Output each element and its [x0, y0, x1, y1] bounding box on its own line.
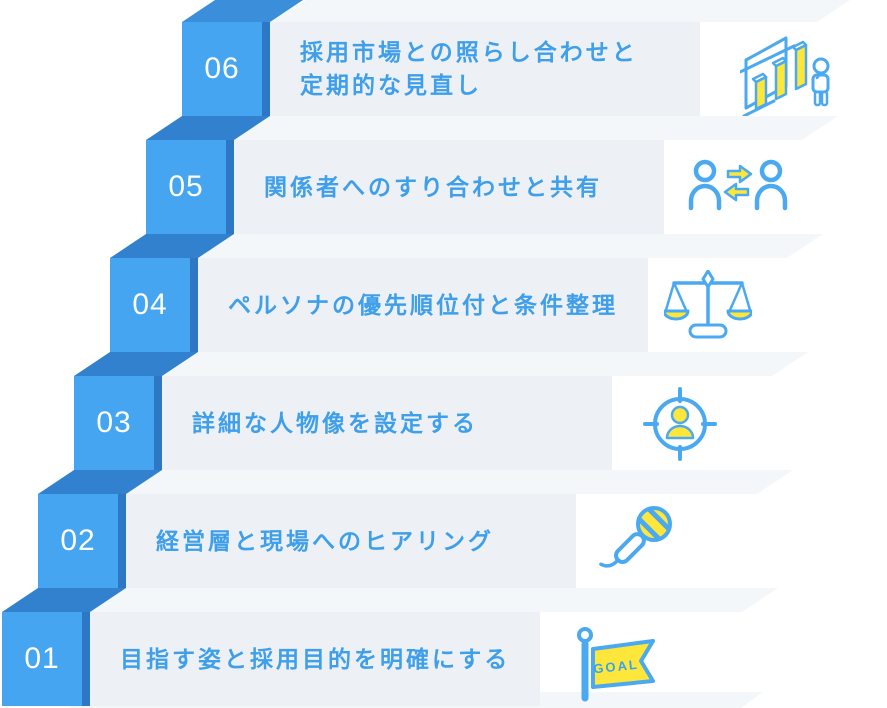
tread-band-5: [198, 234, 823, 258]
bar-2: [78, 494, 576, 588]
goal-flag-icon: GOAL: [574, 624, 660, 708]
cube-6-side-face: [262, 22, 270, 116]
cube-2-side-face: [118, 494, 126, 588]
bar-4: [150, 258, 648, 352]
cube-1-top-face: [2, 588, 126, 612]
people-exchange-icon: [688, 158, 788, 225]
tread-band-4: [162, 352, 808, 376]
cube-6-top-face: [182, 0, 303, 22]
person-target-icon: [640, 384, 720, 469]
cube-5-top-face: [146, 116, 270, 140]
cube-4-side-face: [190, 258, 198, 352]
cube-4-front-face: [110, 258, 190, 352]
bar-6: [222, 22, 700, 116]
cube-5-front-face: [146, 140, 226, 234]
bar-1: [42, 612, 540, 706]
bar-5: [186, 140, 664, 234]
text-bars: [42, 22, 700, 706]
microphone-icon: [596, 498, 688, 599]
tread-band-3: [126, 470, 793, 494]
bar-chart-review-icon: [738, 26, 836, 121]
cube-3-front-face: [74, 376, 154, 470]
tread-band-6: [234, 116, 838, 140]
cube-4-top-face: [110, 234, 234, 258]
cube-3-side-face: [154, 376, 162, 470]
cube-3-top-face: [74, 352, 198, 376]
cube-6-front-face: [182, 22, 262, 116]
cube-2-top-face: [38, 470, 162, 494]
cube-1-front-face: [2, 612, 82, 706]
cube-5-side-face: [226, 140, 234, 234]
bar-3: [114, 376, 612, 470]
number-cubes: [2, 0, 303, 706]
cube-2-front-face: [38, 494, 118, 588]
tread-band-2: [90, 588, 778, 612]
tread-band-top: [270, 0, 850, 22]
goal-flag-label: GOAL: [593, 657, 640, 677]
balance-scale-icon: [662, 269, 754, 347]
cube-1-side-face: [82, 612, 90, 706]
